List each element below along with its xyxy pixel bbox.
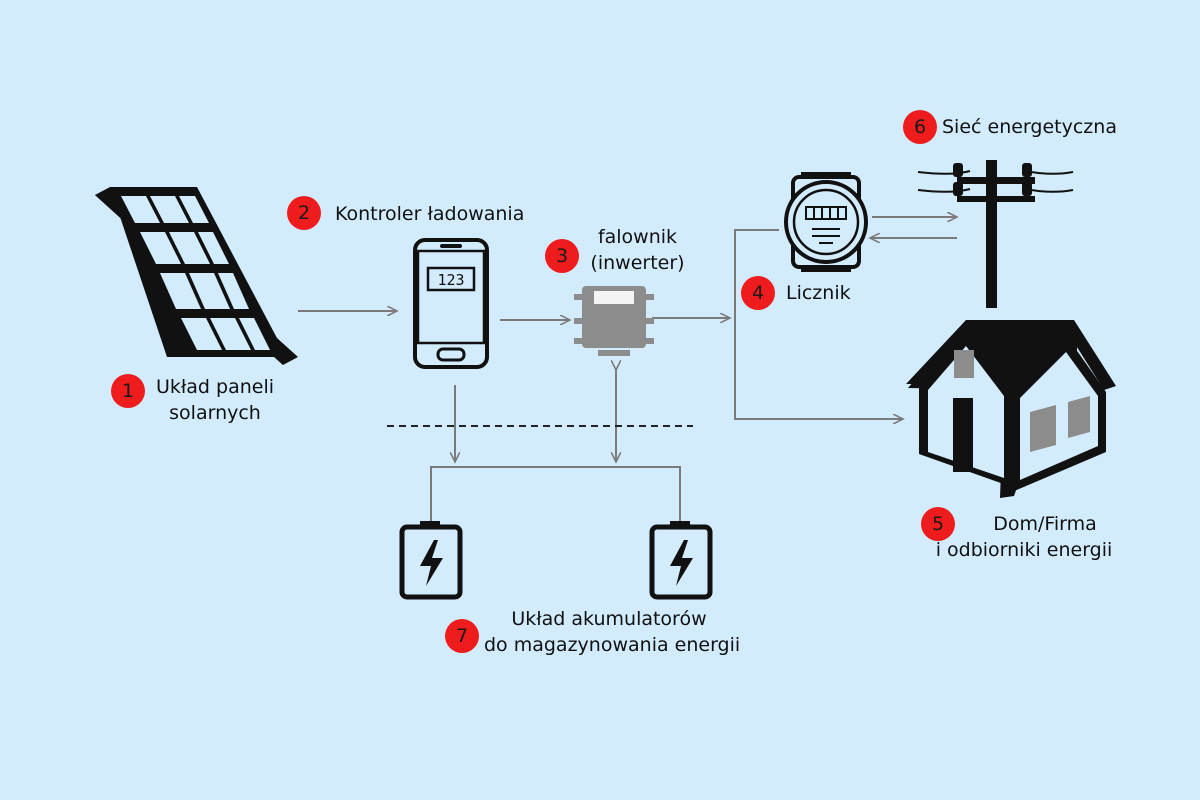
label-batteries: Układ akumulatorów do magazynowania ener… bbox=[484, 606, 741, 658]
badge-1: 1 bbox=[111, 374, 145, 408]
label-charge-controller: Kontroler ładowania bbox=[335, 203, 525, 225]
battery-icon bbox=[399, 521, 463, 600]
controller-display-value: 123 bbox=[437, 271, 464, 289]
label-batteries-line1: Układ akumulatorów bbox=[511, 608, 707, 630]
badge-3: 3 bbox=[545, 239, 579, 273]
label-batteries-line2: do magazynowania energii bbox=[484, 634, 741, 656]
charge-controller-icon: 123 bbox=[413, 238, 489, 369]
badge-4: 4 bbox=[741, 276, 775, 310]
battery-bus bbox=[430, 466, 681, 521]
label-house: Dom/Firma i odbiorniki energii bbox=[924, 511, 1124, 563]
label-solar-panels-line1: Układ paneli bbox=[155, 376, 275, 398]
label-meter: Licznik bbox=[786, 282, 851, 304]
house-icon bbox=[906, 320, 1116, 498]
label-solar-panels: Układ paneli solarnych bbox=[150, 374, 280, 426]
battery-icon bbox=[649, 521, 713, 600]
label-inverter: falownik (inwerter) bbox=[575, 224, 700, 276]
label-house-line2: i odbiorniki energii bbox=[935, 539, 1113, 561]
line-junction-to-meter bbox=[734, 229, 779, 318]
connectors bbox=[298, 217, 957, 521]
badge-5: 5 bbox=[921, 507, 955, 541]
power-pole-icon bbox=[917, 160, 1074, 308]
label-inverter-line1: falownik bbox=[597, 226, 678, 248]
badge-7: 7 bbox=[445, 619, 479, 653]
label-grid: Sieć energetyczna bbox=[942, 116, 1117, 138]
badge-2: 2 bbox=[287, 196, 321, 230]
meter-icon bbox=[784, 172, 868, 272]
badge-6: 6 bbox=[903, 110, 937, 144]
label-inverter-line2: (inwerter) bbox=[590, 252, 685, 274]
arrow-junction-to-house bbox=[734, 318, 903, 419]
label-house-line1: Dom/Firma bbox=[993, 513, 1097, 535]
inverter-icon bbox=[574, 286, 654, 356]
solar-panel-icon bbox=[95, 187, 298, 365]
label-solar-panels-line2: solarnych bbox=[169, 402, 261, 424]
